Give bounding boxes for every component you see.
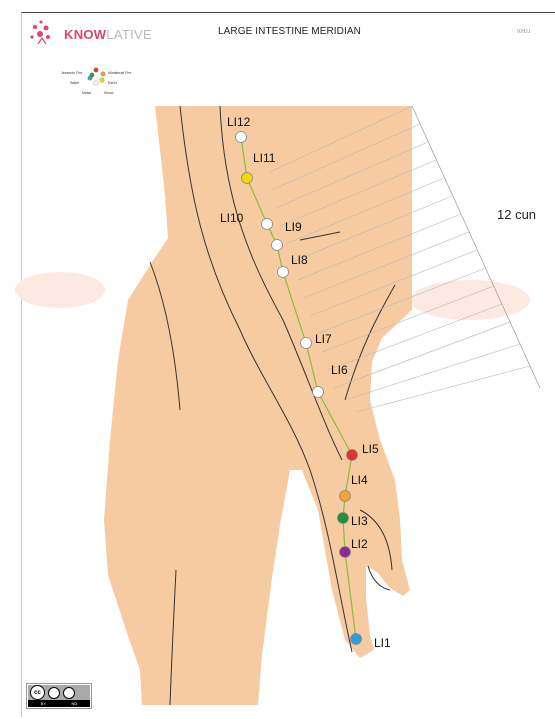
brand-name-part2: LATIVE xyxy=(106,27,152,42)
acupoint-li1 xyxy=(351,634,362,645)
page-title: LARGE INTESTINE MERIDIAN xyxy=(218,26,361,37)
point-label: LI3 xyxy=(351,514,368,528)
acupoint-li11 xyxy=(242,173,253,184)
brand: KNOW LATIVE xyxy=(64,22,152,46)
ruler-tick xyxy=(356,366,530,412)
acupoint-li12 xyxy=(236,132,247,143)
point-label: LI10 xyxy=(220,211,243,225)
background-blob xyxy=(15,272,105,308)
acupoint-li2 xyxy=(340,547,351,558)
brand-name-part1: KNOW xyxy=(64,27,106,42)
legend-dot xyxy=(100,78,104,82)
acupoint-li9 xyxy=(272,240,283,251)
point-label: LI9 xyxy=(285,220,302,234)
license-nd: ND xyxy=(72,701,78,706)
legend-label: Metal xyxy=(82,91,91,95)
acupoint-li3 xyxy=(338,513,349,524)
body-skin-shape xyxy=(104,106,412,705)
legend-label: Ministerial Fire xyxy=(108,71,131,75)
point-label: LI1 xyxy=(374,636,391,650)
element-legend-dots xyxy=(88,68,105,85)
creative-commons-icon: cc xyxy=(30,685,45,700)
license-by: BY xyxy=(41,701,46,706)
legend-dot xyxy=(90,73,94,77)
acupoint-li6 xyxy=(313,387,324,398)
legend-label: Earth xyxy=(108,81,117,85)
point-label: LI7 xyxy=(315,332,332,346)
point-label: LI6 xyxy=(331,363,348,377)
background-blob xyxy=(410,280,530,320)
point-label: LI12 xyxy=(227,115,250,129)
legend-dot xyxy=(101,72,105,76)
legend-label: Water xyxy=(70,81,79,85)
point-label: LI4 xyxy=(351,473,368,487)
point-label: LI8 xyxy=(291,253,308,267)
legend-dot xyxy=(94,81,98,85)
knowlative-logo-icon xyxy=(30,21,50,45)
acupoint-li10 xyxy=(262,219,273,230)
acupoint-li8 xyxy=(278,267,289,278)
point-label: LI5 xyxy=(362,442,379,456)
attribution-icon xyxy=(48,687,60,699)
acupoint-li4 xyxy=(340,491,351,502)
point-label: LI11 xyxy=(253,151,275,165)
measure-label: 12 cun xyxy=(497,207,536,222)
license-icons: cc xyxy=(28,685,90,700)
license-strip: BY ND xyxy=(28,700,90,707)
acupoint-li7 xyxy=(301,338,312,349)
point-label: LI2 xyxy=(351,537,368,551)
acupoint-li5 xyxy=(347,450,358,461)
license-badge: cc BY ND xyxy=(26,683,92,709)
no-derivatives-icon xyxy=(63,687,75,699)
legend-label: Wood xyxy=(104,91,113,95)
legend-dot xyxy=(94,68,98,72)
page-code: V.H.I.I xyxy=(517,29,530,35)
legend-label: Jessenin Fire xyxy=(61,71,82,75)
